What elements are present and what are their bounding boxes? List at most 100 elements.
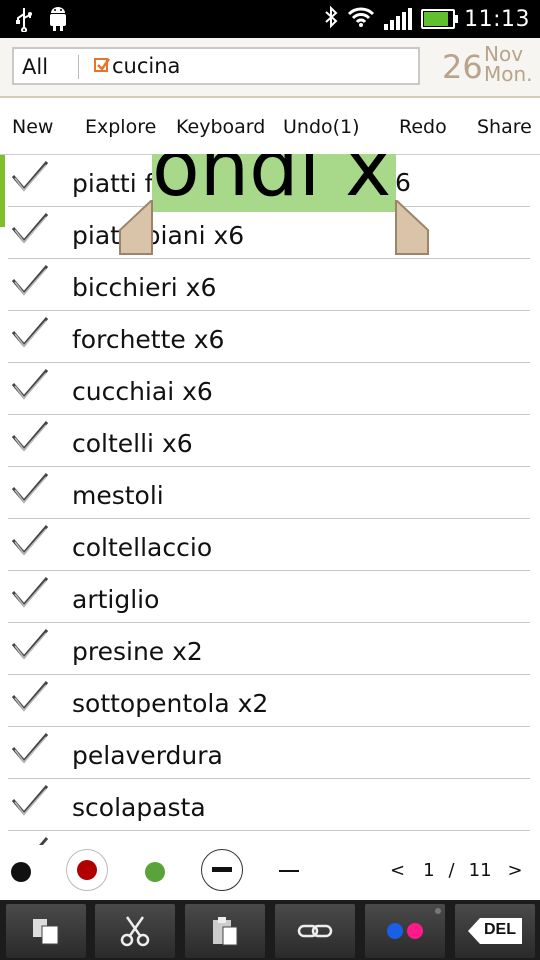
signal-icon bbox=[384, 8, 413, 30]
checkmark-icon[interactable] bbox=[10, 367, 50, 407]
delete-button[interactable]: DEL bbox=[455, 904, 535, 958]
checkbox-tag-icon bbox=[94, 58, 111, 72]
checkmark-icon[interactable] bbox=[10, 783, 50, 823]
wifi-icon bbox=[347, 6, 375, 32]
pen-thin-button[interactable] bbox=[279, 870, 299, 872]
action-bar: DEL bbox=[0, 900, 540, 960]
selection-end-handle[interactable] bbox=[394, 197, 430, 260]
list-item[interactable]: presine x2 bbox=[0, 623, 540, 675]
current-page: 1 bbox=[423, 860, 435, 881]
pen-thick-button[interactable] bbox=[201, 849, 243, 891]
date-weekday: Mon. bbox=[484, 62, 533, 86]
checkmark-icon bbox=[10, 835, 50, 845]
undo-button[interactable]: Undo(1) bbox=[283, 116, 360, 138]
checkmark-icon[interactable] bbox=[10, 679, 50, 719]
list-item[interactable]: artiglio bbox=[0, 571, 540, 623]
date-day: 26 bbox=[442, 48, 483, 86]
list-item-label: piatti piani x6 bbox=[72, 221, 245, 250]
magnified-text: ondi x bbox=[152, 154, 392, 212]
list-item-label: coltelli x6 bbox=[72, 429, 193, 458]
usb-icon bbox=[14, 6, 34, 36]
keyboard-button[interactable]: Keyboard bbox=[176, 116, 266, 138]
checkmark-icon[interactable] bbox=[10, 315, 50, 355]
list-item-label: cucchiai x6 bbox=[72, 377, 213, 406]
row-divider bbox=[8, 830, 530, 831]
row-divider bbox=[8, 570, 530, 571]
checkmark-icon[interactable] bbox=[10, 731, 50, 771]
prev-page-button[interactable]: < bbox=[390, 860, 406, 881]
row-divider bbox=[8, 258, 530, 259]
date-month: Nov bbox=[484, 42, 524, 66]
color-green-swatch[interactable] bbox=[145, 862, 165, 882]
copy-button[interactable] bbox=[6, 904, 86, 958]
text-selection-magnifier: ondi x bbox=[152, 154, 396, 212]
row-divider bbox=[8, 674, 530, 675]
active-row-indicator bbox=[0, 155, 5, 227]
search-header: All cucina bbox=[0, 38, 540, 98]
list-item-partial[interactable] bbox=[0, 831, 540, 845]
bluetooth-icon bbox=[324, 5, 338, 33]
status-bar: 11:13 bbox=[0, 0, 540, 38]
list-item-label: mestoli bbox=[72, 481, 164, 510]
list-item-label: scolapasta bbox=[72, 793, 206, 822]
list-item-label: presine x2 bbox=[72, 637, 203, 666]
flickr-button[interactable] bbox=[365, 904, 445, 958]
pen-options-bar: < 1 / 11 > bbox=[0, 846, 540, 896]
total-pages: 11 bbox=[468, 860, 492, 881]
list-item[interactable]: scolapasta bbox=[0, 779, 540, 831]
list-item-label: forchette x6 bbox=[72, 325, 225, 354]
list-item-label: pelaverdura bbox=[72, 741, 223, 770]
search-input[interactable]: All cucina bbox=[12, 47, 420, 85]
color-black-swatch[interactable] bbox=[11, 862, 31, 882]
list-item[interactable]: piatti piani x6 bbox=[0, 207, 540, 259]
page-separator: / bbox=[448, 860, 455, 881]
row-divider bbox=[8, 778, 530, 779]
delete-label: DEL bbox=[484, 921, 516, 938]
explore-button[interactable]: Explore bbox=[85, 116, 157, 138]
checkmark-icon[interactable] bbox=[10, 419, 50, 459]
android-debug-icon bbox=[46, 6, 70, 36]
checkmark-icon[interactable] bbox=[10, 159, 50, 199]
toolbar: New Explore Keyboard Undo(1) Redo Share bbox=[0, 98, 540, 155]
selection-tail-text: 6 bbox=[395, 168, 411, 197]
selection-start-handle[interactable] bbox=[118, 197, 154, 260]
color-red-swatch-selected[interactable] bbox=[66, 849, 108, 891]
list-item[interactable]: sottopentola x2 bbox=[0, 675, 540, 727]
row-divider bbox=[8, 726, 530, 727]
list-item[interactable]: mestoli bbox=[0, 467, 540, 519]
pager: < 1 / 11 > bbox=[390, 860, 523, 881]
list-item-label: bicchieri x6 bbox=[72, 273, 217, 302]
checkmark-icon[interactable] bbox=[10, 627, 50, 667]
cut-button[interactable] bbox=[95, 904, 175, 958]
filter-dropdown[interactable]: All bbox=[22, 55, 49, 79]
checkmark-icon[interactable] bbox=[10, 575, 50, 615]
new-button[interactable]: New bbox=[12, 116, 54, 138]
row-divider bbox=[8, 414, 530, 415]
checkmark-icon[interactable] bbox=[10, 471, 50, 511]
redo-button[interactable]: Redo bbox=[399, 116, 447, 138]
list-item[interactable]: cucchiai x6 bbox=[0, 363, 540, 415]
share-button[interactable]: Share bbox=[477, 116, 532, 138]
clock: 11:13 bbox=[464, 6, 530, 32]
row-divider bbox=[8, 310, 530, 311]
row-divider bbox=[8, 518, 530, 519]
paste-button[interactable] bbox=[185, 904, 265, 958]
checkmark-icon[interactable] bbox=[10, 263, 50, 303]
checkmark-icon[interactable] bbox=[10, 211, 50, 251]
list-item-label: artiglio bbox=[72, 585, 160, 614]
list-item[interactable]: pelaverdura bbox=[0, 727, 540, 779]
link-button[interactable] bbox=[275, 904, 355, 958]
checkmark-icon[interactable] bbox=[10, 523, 50, 563]
row-divider bbox=[8, 466, 530, 467]
list-item-label: coltellaccio bbox=[72, 533, 213, 562]
list-item[interactable]: coltelli x6 bbox=[0, 415, 540, 467]
next-page-button[interactable]: > bbox=[507, 860, 523, 881]
menu-indicator bbox=[435, 908, 441, 914]
list-item[interactable]: forchette x6 bbox=[0, 311, 540, 363]
battery-icon bbox=[421, 9, 459, 29]
list-item[interactable]: coltellaccio bbox=[0, 519, 540, 571]
list-item-label: sottopentola x2 bbox=[72, 689, 269, 718]
row-divider bbox=[8, 622, 530, 623]
list-item[interactable]: bicchieri x6 bbox=[0, 259, 540, 311]
